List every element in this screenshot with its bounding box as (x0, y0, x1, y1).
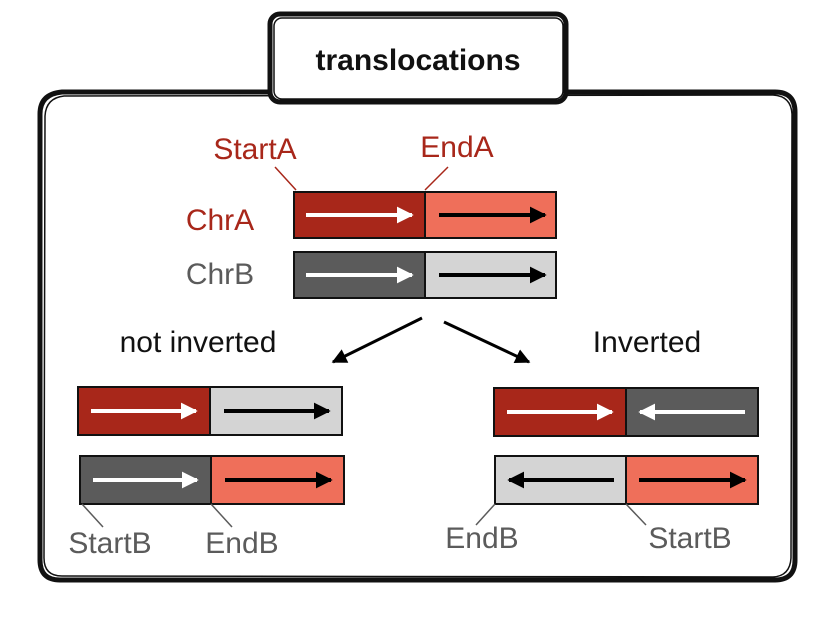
chr-a-label: ChrA (186, 204, 254, 237)
branch-arrow-right-icon (443, 320, 531, 364)
not-inverted-label: not inverted (120, 326, 277, 359)
start-a-label: StartA (213, 133, 296, 166)
end-b-left-leader (210, 503, 233, 528)
start-b-left-label: StartB (68, 527, 151, 560)
chr-b-label: ChrB (186, 258, 254, 291)
inverted-row-1 (493, 387, 759, 437)
not-inverted-row-1 (77, 386, 343, 436)
branch-arrow-left-icon (331, 316, 423, 364)
title-box-sketch (273, 17, 564, 100)
inverted-row-2 (494, 455, 759, 505)
not-inverted-row-2 (79, 455, 345, 505)
title-box (267, 11, 569, 105)
start-b-left-leader (81, 503, 104, 528)
end-a-leader (424, 166, 449, 191)
start-b-right-leader (625, 503, 647, 526)
end-a-label: EndA (420, 131, 493, 164)
title-text: translocations (315, 44, 520, 77)
start-a-leader (274, 166, 297, 191)
start-b-right-label: StartB (648, 522, 731, 555)
end-b-right-label: EndB (445, 522, 518, 555)
chr-a-bar (293, 191, 557, 239)
end-b-right-leader (475, 503, 496, 526)
chr-b-bar (293, 251, 557, 299)
end-b-left-label: EndB (205, 527, 278, 560)
inverted-label: Inverted (593, 326, 701, 359)
outer-frame (37, 89, 798, 583)
outer-frame-sketch (43, 94, 793, 578)
